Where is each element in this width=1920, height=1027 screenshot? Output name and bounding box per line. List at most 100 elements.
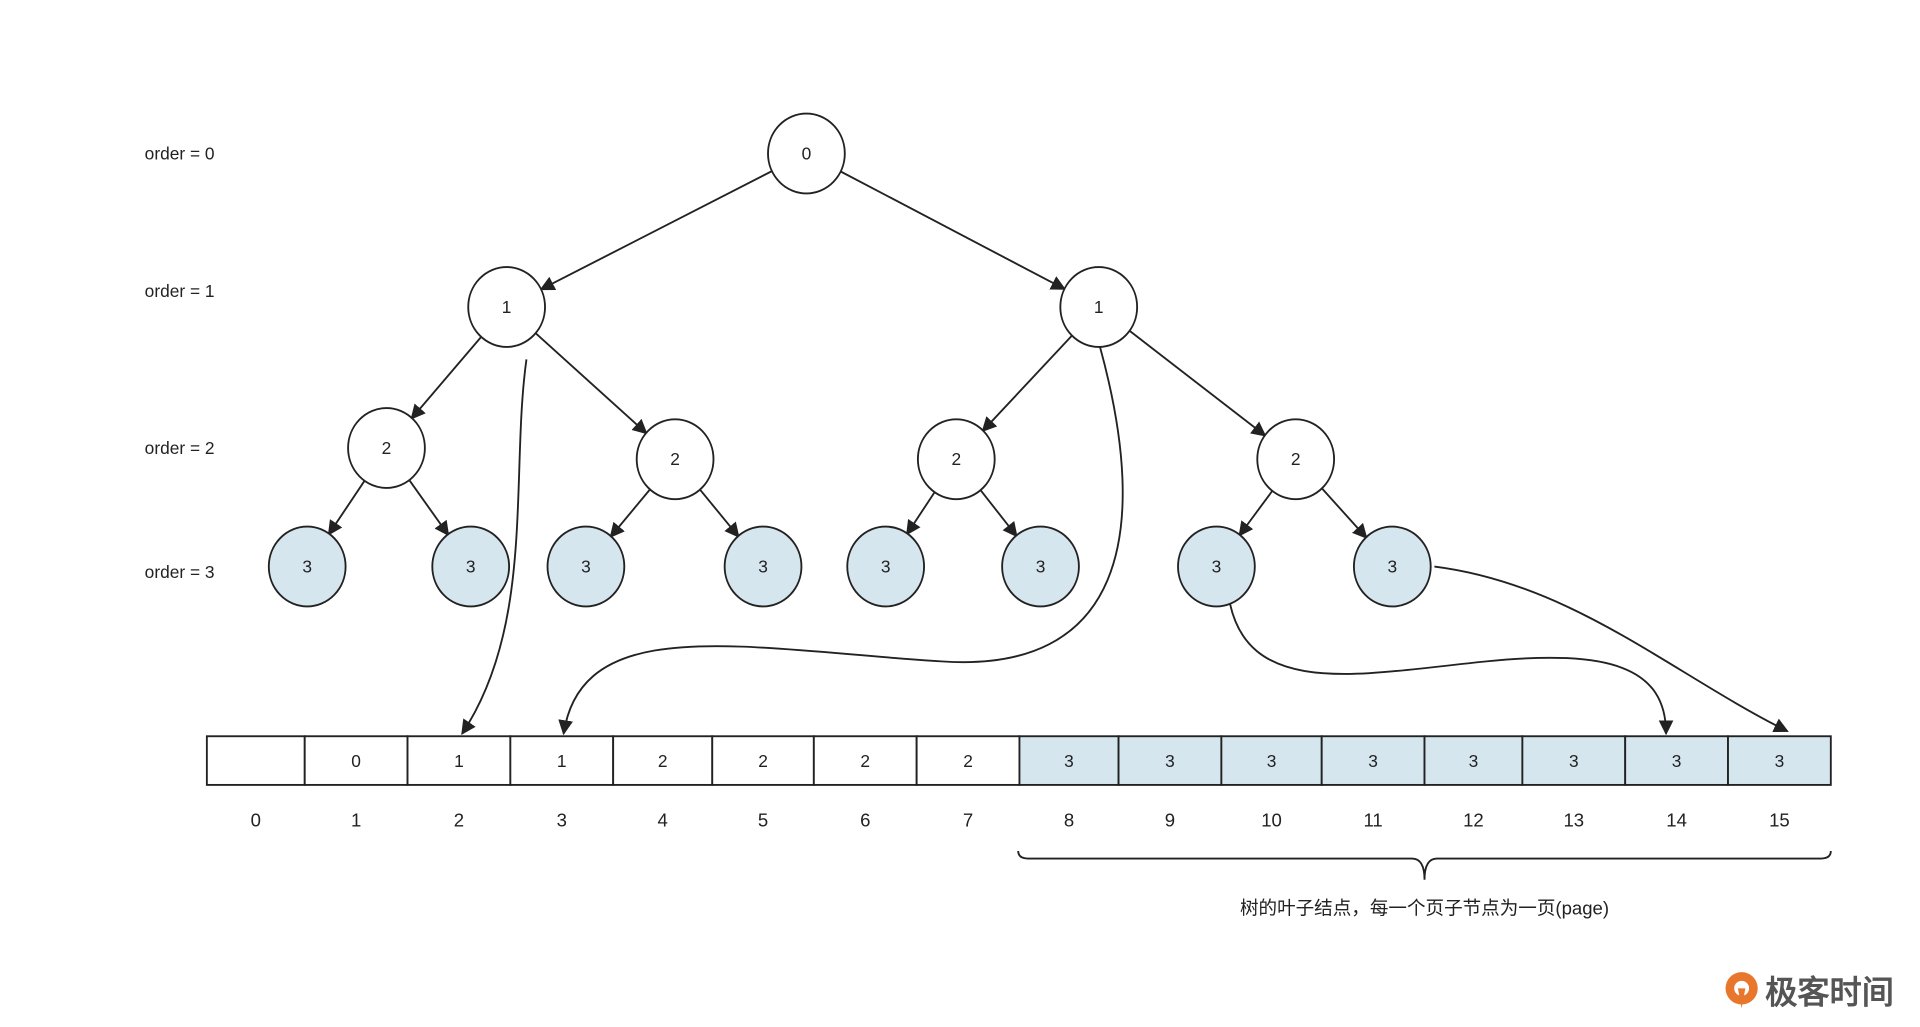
cell-value: 3 [1569, 751, 1579, 771]
logo-icon [1725, 972, 1758, 1009]
tree-edge [1238, 489, 1274, 537]
order1-node: 1 [1059, 266, 1139, 348]
cell-index: 3 [557, 809, 567, 830]
cell-index: 15 [1769, 809, 1790, 830]
leaf-node: 3 [846, 525, 926, 608]
cell-value: 2 [758, 751, 768, 771]
node-value: 3 [758, 556, 768, 576]
cell-value: 3 [1368, 751, 1378, 771]
cell-index: 1 [351, 809, 361, 830]
tree-edge [1128, 329, 1267, 437]
tree-edge [1320, 487, 1368, 539]
leaf-node: 3 [1352, 525, 1432, 608]
tree-edge [534, 332, 648, 435]
cell-index: 14 [1666, 809, 1687, 830]
leaf-node: 3 [267, 525, 347, 608]
array-cell: 3 [1018, 735, 1120, 786]
order-label: order = 0 [145, 144, 215, 164]
cell-value: 1 [557, 751, 567, 771]
cell-value: 1 [454, 751, 464, 771]
node-value: 2 [951, 449, 961, 469]
array-cell: 0 [303, 735, 409, 786]
tree-edge [981, 334, 1074, 433]
node-value: 2 [382, 438, 392, 458]
root-node: 0 [767, 112, 846, 195]
cell-value: 3 [1267, 751, 1277, 771]
cell-value: 3 [1672, 751, 1682, 771]
order-label: order = 3 [145, 562, 215, 582]
tree-edge [698, 488, 740, 538]
order-label: order = 1 [145, 281, 215, 301]
array-cell: 2 [711, 735, 815, 786]
array-cell: 1 [509, 735, 615, 786]
array-cell: 3 [1117, 735, 1223, 786]
node-value: 3 [881, 556, 891, 576]
array-cell: 3 [1320, 735, 1426, 786]
tree-edge [408, 478, 450, 537]
array-cell: 3 [1220, 735, 1323, 786]
array-cell: 3 [1624, 735, 1729, 786]
mapping-arrow [1229, 603, 1674, 736]
cell-index: 2 [454, 809, 464, 830]
cell-value: 3 [1165, 751, 1175, 771]
cell-index: 6 [860, 809, 870, 830]
leaf-caption: 树的叶子结点，每一个页子节点为一页(page) [1240, 898, 1609, 919]
array-cell: 2 [612, 735, 714, 786]
cell-index: 12 [1463, 809, 1484, 830]
node-value: 3 [466, 556, 476, 576]
node-value: 3 [581, 556, 591, 576]
array-cell [205, 735, 306, 786]
array-cell: 3 [1423, 735, 1524, 786]
node-value: 0 [802, 143, 812, 163]
node-value: 3 [1212, 556, 1222, 576]
cell-index: 13 [1563, 809, 1584, 830]
tree-edge [840, 170, 1067, 290]
cell-value: 2 [658, 751, 668, 771]
tree-edge [410, 335, 483, 420]
tree-edge [539, 170, 773, 291]
tree-edge [979, 488, 1018, 538]
cell-index: 9 [1165, 809, 1175, 830]
mapping-arrow [558, 346, 1124, 736]
order2-node: 2 [916, 418, 996, 501]
cell-index: 10 [1261, 809, 1282, 830]
cell-value: 0 [351, 751, 361, 771]
cell-value: 3 [1064, 751, 1074, 771]
array-cell: 3 [1727, 735, 1832, 786]
order2-node: 2 [635, 418, 715, 501]
cell-value: 2 [860, 751, 870, 771]
mapping-arrow [1434, 565, 1789, 733]
node-value: 3 [302, 556, 312, 576]
cell-index: 0 [251, 809, 261, 830]
array-cell: 3 [1521, 735, 1627, 786]
array-cell: 1 [406, 735, 512, 786]
cell-index: 4 [658, 809, 668, 830]
cell-index: 5 [758, 809, 768, 830]
order1-node: 1 [467, 266, 546, 348]
logo-text: 极客时间 [1765, 974, 1894, 1010]
leaf-node: 3 [546, 525, 626, 608]
tree-edge [906, 490, 936, 536]
logo: 极客时间 [1725, 972, 1894, 1010]
cell-index: 7 [963, 809, 973, 830]
tree-edge [327, 479, 366, 536]
order2-node: 2 [347, 407, 426, 489]
array-cell: 2 [915, 735, 1021, 786]
order-label: order = 2 [145, 438, 215, 458]
node-value: 2 [1291, 449, 1301, 469]
cell-value: 2 [963, 751, 973, 771]
node-value: 3 [1387, 556, 1397, 576]
array-cell: 2 [812, 735, 918, 786]
node-value: 3 [1036, 556, 1046, 576]
tree-edge [609, 488, 652, 539]
leaf-node: 3 [1177, 525, 1256, 608]
node-value: 1 [502, 297, 512, 317]
leaf-brace [1017, 850, 1832, 880]
mapping-arrow [461, 359, 528, 735]
leaf-node: 3 [723, 525, 803, 608]
cell-value: 3 [1469, 751, 1479, 771]
node-value: 2 [670, 449, 680, 469]
cell-index: 11 [1363, 809, 1382, 830]
leaf-node: 3 [1001, 525, 1080, 608]
